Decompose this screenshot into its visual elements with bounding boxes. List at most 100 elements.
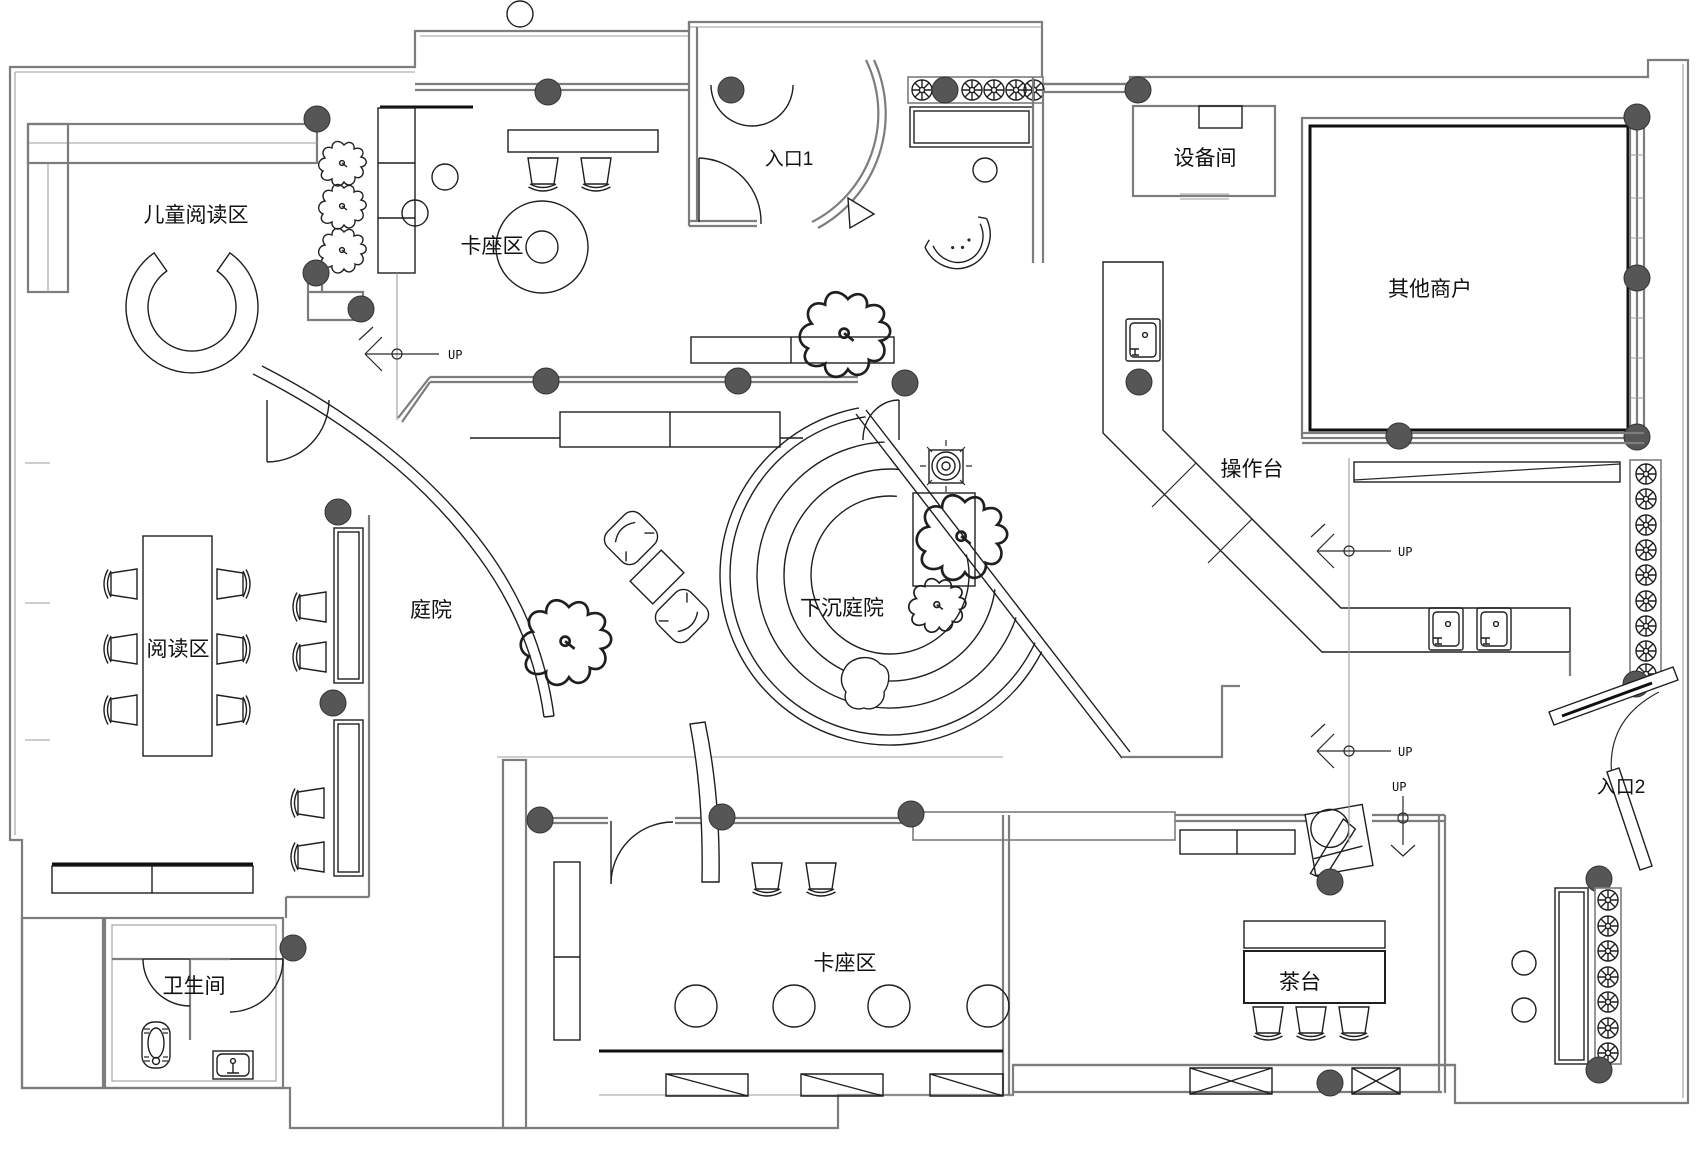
labels: 儿童阅读区 卡座区 入口1 设备间 其他商户 操作台 庭院 下沉庭院 阅读区 入… bbox=[144, 147, 1646, 998]
wall bbox=[1031, 77, 1045, 263]
courtyard bbox=[252, 290, 919, 718]
label-booth-bottom: 卡座区 bbox=[814, 952, 877, 975]
chair bbox=[216, 568, 251, 600]
chair bbox=[290, 841, 325, 873]
label-entrance2: 入口2 bbox=[1597, 777, 1646, 798]
chair bbox=[290, 787, 325, 819]
tree-icon bbox=[798, 290, 892, 379]
storage-room bbox=[20, 916, 105, 1090]
room-other-merchants bbox=[1300, 103, 1651, 483]
label-restroom: 卫生间 bbox=[163, 975, 226, 998]
planter-shelf bbox=[690, 336, 895, 364]
tree-icon bbox=[317, 140, 367, 187]
door-swing bbox=[229, 958, 284, 1013]
label-equipment: 设备间 bbox=[1174, 147, 1237, 170]
cabinet bbox=[1179, 829, 1296, 855]
label-tea-table: 茶台 bbox=[1279, 971, 1321, 994]
sliding-door bbox=[1180, 193, 1229, 200]
flower-icon bbox=[1005, 79, 1027, 101]
stair-up-4 bbox=[1390, 796, 1416, 857]
structural-columns bbox=[302, 76, 1152, 323]
round-table-with-ring bbox=[495, 200, 589, 294]
flower-icon bbox=[911, 79, 933, 101]
stool bbox=[1511, 950, 1537, 976]
label-sunken-courtyard: 下沉庭院 bbox=[800, 597, 884, 620]
chair bbox=[1252, 1006, 1284, 1041]
bench bbox=[507, 129, 659, 153]
operation-counter bbox=[1102, 261, 1572, 676]
stair-up-2 bbox=[1310, 523, 1392, 569]
counter-band bbox=[1102, 261, 1571, 653]
column bbox=[724, 367, 752, 395]
armchair bbox=[599, 506, 663, 570]
label-counter: 操作台 bbox=[1221, 458, 1284, 481]
small-round-table bbox=[401, 199, 429, 227]
c-shaped-sofa bbox=[125, 251, 259, 374]
window-bench bbox=[1554, 887, 1589, 1065]
column bbox=[717, 76, 745, 104]
chair bbox=[1338, 1006, 1370, 1041]
round-table bbox=[966, 984, 1010, 1028]
room-booth-bottom bbox=[497, 721, 1445, 1130]
stair-up-3 bbox=[1310, 723, 1392, 769]
column bbox=[1585, 1056, 1613, 1084]
chair bbox=[292, 641, 327, 673]
floor-grilles bbox=[1189, 1067, 1401, 1095]
door-swing bbox=[862, 399, 900, 441]
wall bbox=[1437, 815, 1447, 1093]
washbasin bbox=[212, 1050, 254, 1080]
top-bump-circle bbox=[506, 0, 534, 28]
round-table bbox=[772, 984, 816, 1028]
curved-glass-wall bbox=[811, 59, 887, 229]
door-panel-lower bbox=[1606, 767, 1653, 871]
column bbox=[1125, 368, 1153, 396]
shrub-icon bbox=[907, 577, 967, 634]
fan-armchair bbox=[922, 213, 1003, 281]
reception-semicircle bbox=[710, 84, 794, 127]
column bbox=[279, 934, 307, 962]
label-reading: 阅读区 bbox=[147, 638, 210, 661]
tree-icon bbox=[915, 493, 1009, 582]
chair bbox=[103, 568, 138, 600]
squat-toilet bbox=[141, 1021, 171, 1069]
wall-band bbox=[501, 758, 528, 1130]
entry-arrow bbox=[847, 196, 876, 230]
room-restroom bbox=[20, 916, 307, 1090]
chair bbox=[216, 633, 251, 665]
wall-benches bbox=[333, 527, 364, 877]
label-entrance1: 入口1 bbox=[765, 149, 814, 170]
fountain bbox=[920, 440, 972, 492]
landscape-rock bbox=[840, 657, 890, 710]
tea-table bbox=[1243, 920, 1386, 1004]
label-up-3: UP bbox=[1398, 745, 1412, 759]
column bbox=[1623, 264, 1651, 292]
label-booth-top: 卡座区 bbox=[461, 235, 524, 258]
door-swing bbox=[610, 821, 674, 885]
sunken-courtyard bbox=[719, 404, 1240, 759]
stair-up-1 bbox=[358, 326, 440, 372]
s-curved-partition bbox=[689, 721, 720, 883]
label-children-reading: 儿童阅读区 bbox=[144, 204, 249, 227]
stairs-right bbox=[1310, 458, 1392, 843]
low-cabinet bbox=[51, 862, 254, 894]
counter-hatch bbox=[1151, 446, 1291, 564]
column bbox=[1623, 103, 1651, 131]
side-table bbox=[629, 549, 685, 605]
small-round-table bbox=[431, 163, 459, 191]
bookshelf-band bbox=[377, 107, 416, 274]
small-round-table bbox=[972, 157, 998, 183]
column bbox=[931, 76, 959, 104]
courtyard-bench bbox=[470, 411, 803, 448]
column bbox=[1316, 1069, 1344, 1097]
column bbox=[319, 689, 347, 717]
label-merchants: 其他商户 bbox=[1388, 278, 1472, 301]
column bbox=[708, 803, 736, 831]
reading-table bbox=[142, 535, 213, 757]
column bbox=[1385, 422, 1413, 450]
chair bbox=[1295, 1006, 1327, 1041]
chair bbox=[751, 862, 783, 897]
column bbox=[532, 367, 560, 395]
armchair bbox=[650, 584, 714, 648]
